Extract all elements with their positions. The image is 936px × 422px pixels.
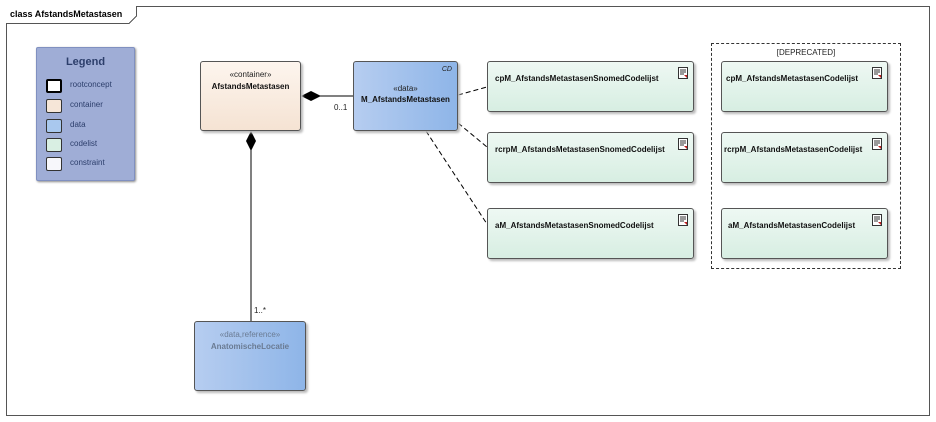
composition-diamond-reference	[246, 131, 256, 151]
legend-label: rootconcept	[70, 80, 112, 89]
deprecated-boundary: [DEPRECATED]	[711, 43, 901, 269]
multiplicity-reference-end: 1..*	[254, 306, 267, 315]
diagram-title: class AfstandsMetastasen	[6, 6, 138, 24]
dependency-line-3	[425, 130, 488, 225]
document-icon	[678, 138, 688, 150]
codelist-am-deprecated[interactable]: aM_AfstandsMetastasenCodelijst	[721, 208, 888, 259]
legend-swatch-rootconcept	[46, 79, 62, 93]
document-icon	[678, 214, 688, 226]
legend-label: constraint	[70, 158, 105, 167]
codelist-name: rcrpM_AfstandsMetastasenCodelijst	[724, 145, 863, 154]
codelist-name: cpM_AfstandsMetastasenCodelijst	[726, 74, 859, 83]
legend-label: container	[70, 100, 103, 109]
codelist-name: aM_AfstandsMetastasenSnomedCodelijst	[495, 221, 654, 230]
codelist-name: rcrpM_AfstandsMetastasenSnomedCodelijst	[495, 145, 665, 154]
legend-swatch-data	[46, 119, 62, 133]
legend-label: codelist	[70, 139, 98, 148]
legend-title: Legend	[65, 56, 106, 68]
legend: Legend rootconcept container data codeli…	[36, 47, 135, 181]
document-icon	[872, 138, 882, 150]
diagram-frame	[6, 6, 930, 416]
document-icon	[678, 67, 688, 79]
legend-swatch-container	[46, 99, 62, 113]
codelist-name: aM_AfstandsMetastasenCodelijst	[728, 221, 856, 230]
codelist-name: cpM_AfstandsMetastasenSnomedCodelijst	[495, 74, 659, 83]
codelist-cpm-deprecated[interactable]: cpM_AfstandsMetastasenCodelijst	[721, 61, 888, 112]
class-tag: CD	[441, 66, 452, 73]
document-icon	[872, 67, 882, 79]
legend-label: data	[70, 120, 86, 129]
class-name: AfstandsMetastasen	[211, 82, 290, 91]
codelist-am-snomed[interactable]: aM_AfstandsMetastasenSnomedCodelijst	[487, 208, 694, 259]
multiplicity-data-end: 0..1	[334, 103, 348, 112]
dependency-line-1	[457, 86, 488, 96]
deprecated-label: [DEPRECATED]	[776, 48, 836, 57]
class-name: AnatomischeLocatie	[210, 342, 290, 351]
legend-swatch-codelist	[46, 138, 62, 152]
class-name: M_AfstandsMetastasen	[361, 95, 450, 104]
composition-diamond-data	[301, 91, 321, 101]
class-stereotype: «container»	[229, 70, 272, 79]
class-m-afstandsmetastasen[interactable]: CD «data» M_AfstandsMetastasen	[353, 61, 458, 131]
class-afstandsmetastasen[interactable]: «container» AfstandsMetastasen	[200, 61, 301, 131]
codelist-cpm-snomed[interactable]: cpM_AfstandsMetastasenSnomedCodelijst	[487, 61, 694, 112]
class-stereotype: «data»	[393, 84, 418, 93]
legend-swatch-constraint	[46, 157, 62, 171]
class-stereotype: «data,reference»	[219, 330, 281, 339]
document-icon	[872, 214, 882, 226]
class-anatomischelocatie[interactable]: «data,reference» AnatomischeLocatie	[194, 321, 306, 391]
codelist-rcrpm-deprecated[interactable]: rcrpM_AfstandsMetastasenCodelijst	[721, 132, 888, 183]
codelist-rcrpm-snomed[interactable]: rcrpM_AfstandsMetastasenSnomedCodelijst	[487, 132, 694, 183]
